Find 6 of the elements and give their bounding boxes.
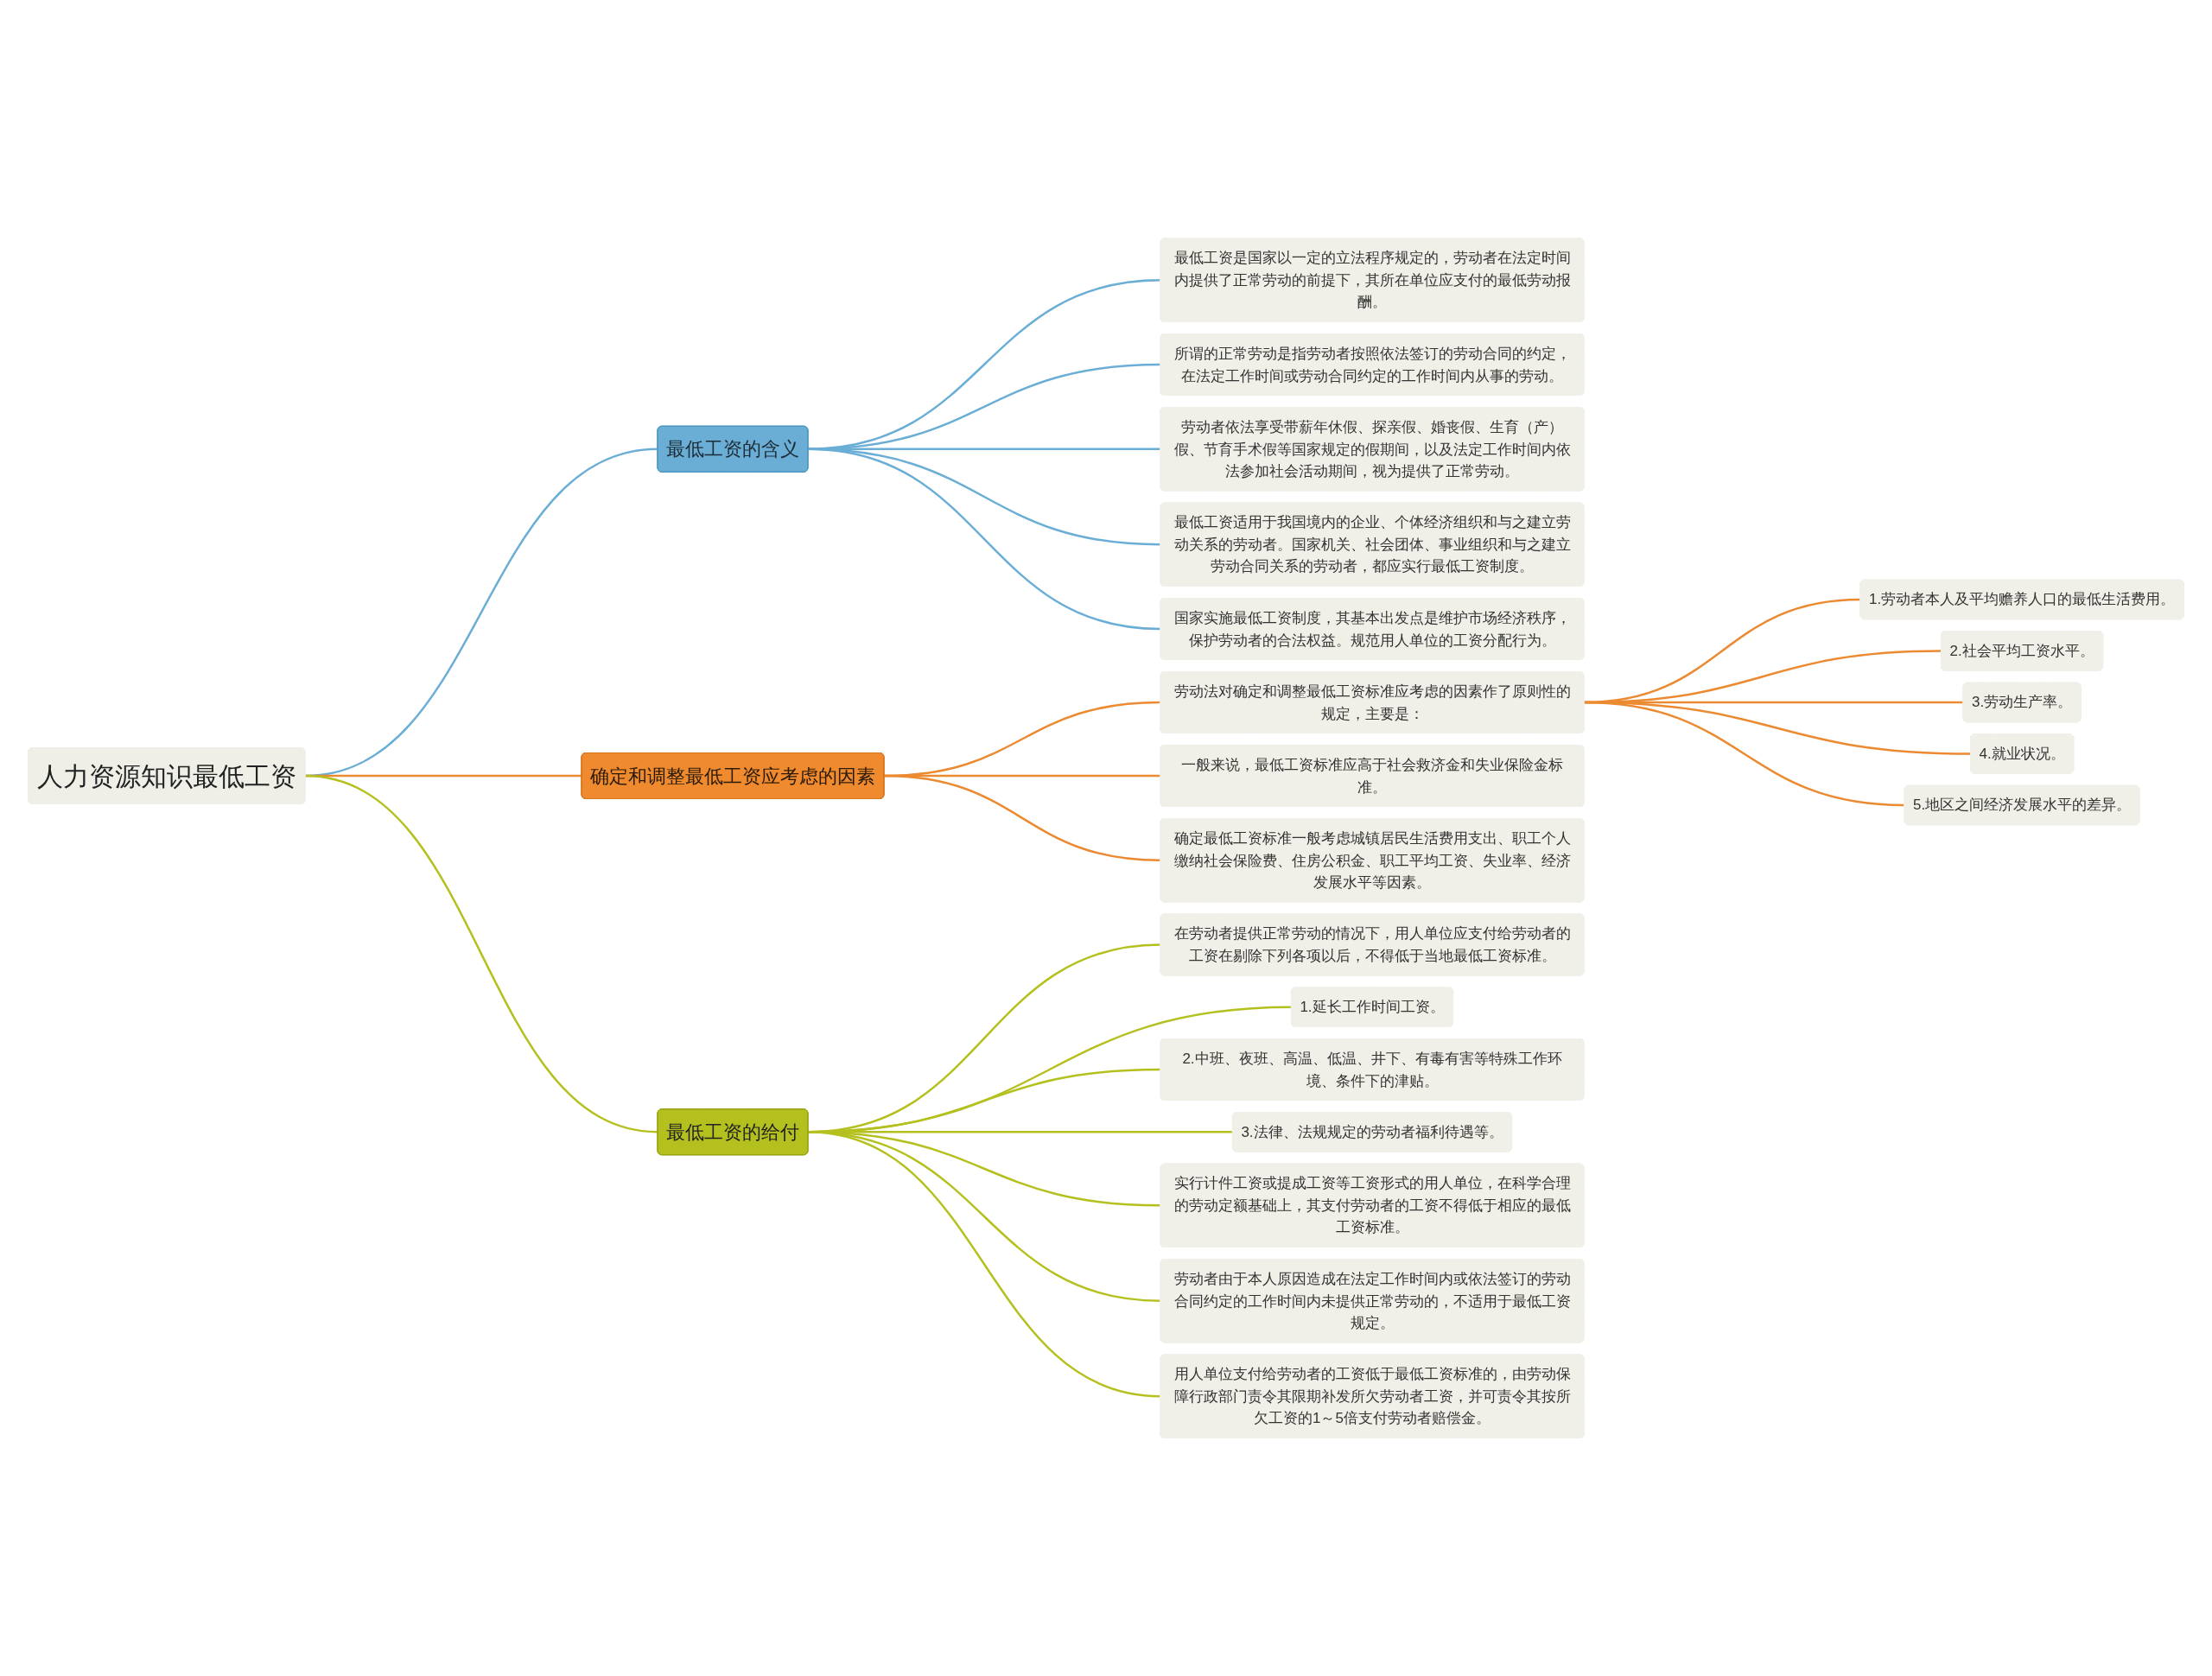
- connector: [304, 774, 658, 1133]
- connector: [807, 448, 1160, 630]
- connector: [807, 278, 1160, 450]
- connector: [883, 774, 1160, 861]
- connector: [807, 363, 1160, 450]
- connector: [1583, 701, 1904, 806]
